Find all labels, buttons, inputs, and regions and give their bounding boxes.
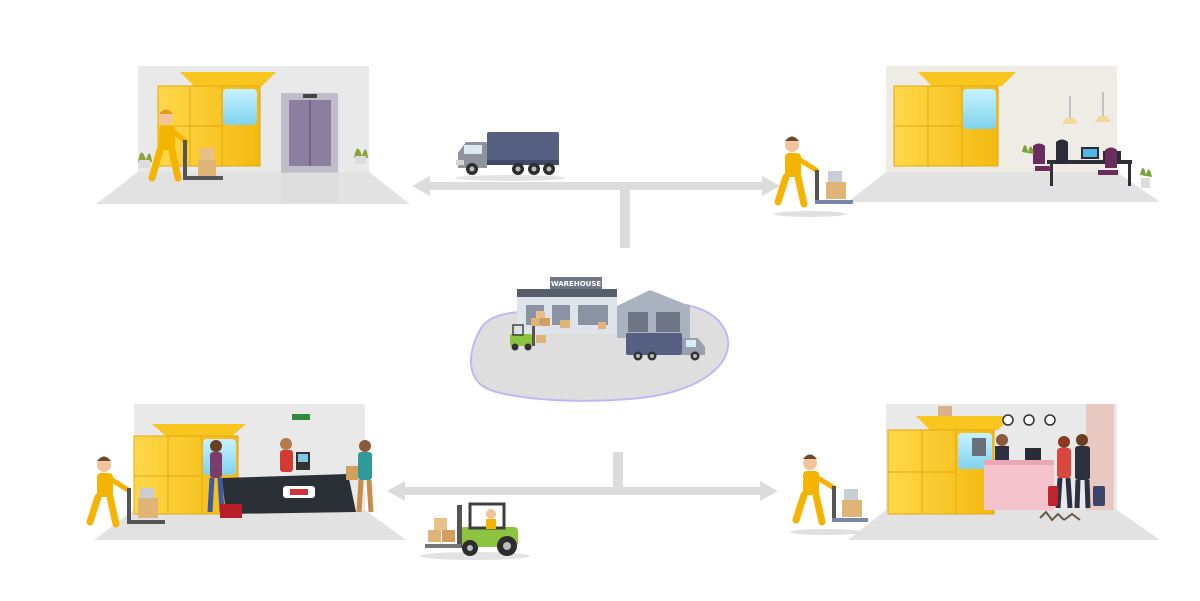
bottom-connector-stem <box>613 452 623 492</box>
checkout-counter-icon <box>207 438 374 518</box>
scene-floor <box>848 172 1160 202</box>
scene-residential <box>96 66 410 204</box>
bottom-connector <box>387 452 778 501</box>
worker-icon <box>148 109 223 182</box>
warehouse-truck-icon <box>626 333 705 361</box>
truck-icon <box>455 132 565 181</box>
warehouse-sign: WAREHOUSE <box>551 280 602 288</box>
bottom-connector-bar <box>395 487 770 495</box>
plant-icon <box>138 148 368 168</box>
locker-icon <box>887 406 1012 515</box>
warehouse-sign-board <box>550 277 602 289</box>
scene-floor <box>96 172 410 204</box>
worker-icon <box>86 456 165 528</box>
top-connector-bar <box>420 182 772 190</box>
scene-floor <box>848 510 1160 540</box>
scene-hotel <box>790 404 1160 540</box>
arrow-left-bottom <box>387 481 405 501</box>
scene-office <box>774 66 1160 217</box>
warehouse-forklift-icon <box>510 324 546 351</box>
arrow-right-top <box>762 176 780 196</box>
worker-icon <box>774 136 853 217</box>
warehouse-hub: WAREHOUSE <box>470 277 730 402</box>
scene-floor <box>94 510 406 540</box>
exit-sign-icon <box>292 414 310 420</box>
worker-icon <box>790 454 868 535</box>
forklift-icon <box>420 502 530 560</box>
arrow-right-bottom <box>760 481 778 501</box>
elevator-lobby-icon <box>281 93 338 202</box>
top-connector-stem <box>620 190 630 248</box>
top-connector <box>412 176 780 248</box>
locker-icon <box>893 72 1016 167</box>
scene-retail <box>86 404 406 540</box>
reception-desk-icon <box>972 414 1105 522</box>
office-desk-icon <box>1022 92 1152 188</box>
arrow-left-top <box>412 176 430 196</box>
